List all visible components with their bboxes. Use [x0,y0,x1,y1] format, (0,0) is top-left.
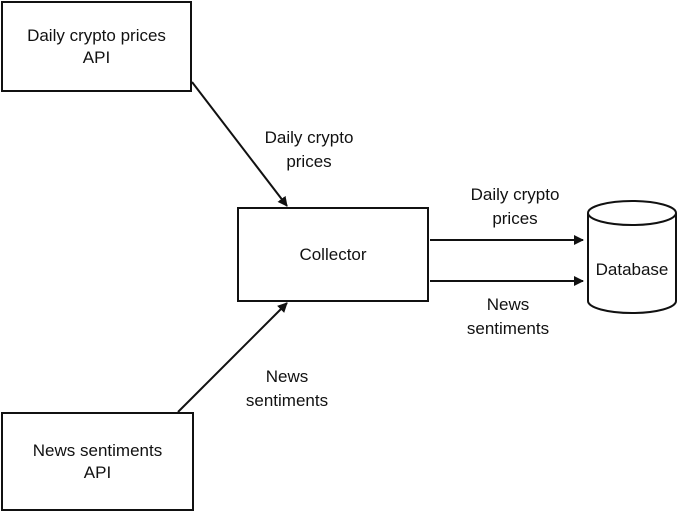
collector-label: Collector [299,244,367,264]
database-cylinder-icon [587,200,677,314]
database-label: Database [595,260,669,279]
arrow-daily-api-to-collector [191,81,288,207]
edge-label-collector-to-database-prices: Daily crypto prices [470,185,560,228]
news-sentiments-api-node: News sentiments API [1,412,194,511]
edge-label-api-to-collector-news: News sentiments [245,367,329,410]
arrow-news-api-to-collector [177,302,288,413]
daily-crypto-prices-api-node: Daily crypto prices API [1,1,192,92]
daily-crypto-prices-api-label: Daily crypto prices API [27,25,166,67]
news-sentiments-api-label: News sentiments API [32,440,163,482]
edge-label-api-to-collector-prices: Daily crypto prices [264,128,354,171]
collector-node: Collector [237,207,429,302]
edge-label-collector-to-database-news: News sentiments [466,295,550,338]
